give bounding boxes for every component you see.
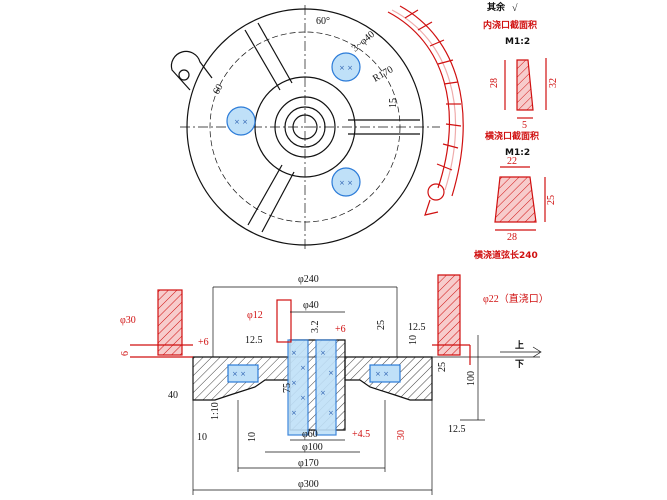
dim-d60: φ60 xyxy=(302,429,318,440)
riser-left xyxy=(226,106,256,136)
dim-rib: 15 xyxy=(388,98,399,108)
section-view: ×× ×× ×× ×× ×× × × × φ240 xyxy=(120,274,549,495)
dim-sprue-dia: 3~φ40 xyxy=(350,29,377,54)
dim-w40: 40 xyxy=(168,390,178,401)
riser-top xyxy=(331,52,361,82)
dim-d170: φ170 xyxy=(298,458,319,469)
dim-h25: 25 xyxy=(376,320,387,330)
svg-text:×: × xyxy=(291,349,297,357)
svg-text:×: × xyxy=(320,349,326,357)
dim-d12: φ12 xyxy=(247,310,263,321)
runner-length: 横浇道弦长240 xyxy=(474,249,538,261)
dim-h100: 100 xyxy=(466,371,477,386)
dim-radius: R170 xyxy=(371,64,395,84)
svg-text:× ×: × × xyxy=(375,370,389,378)
dim-lug: 60 xyxy=(211,82,226,96)
runner-bottom: 28 xyxy=(507,232,517,243)
inner-gate-right: 32 xyxy=(548,78,559,88)
dim-r32: 3.2 xyxy=(310,321,321,334)
dim-ra125-a: 12.5 xyxy=(245,335,263,346)
svg-text:×: × xyxy=(328,409,334,417)
svg-text:×: × xyxy=(320,389,326,397)
svg-text:× ×: × × xyxy=(232,370,246,378)
dim-h75: 75 xyxy=(282,383,293,393)
dim-h10: 10 xyxy=(408,335,419,345)
dim-plus6-mid: +6 xyxy=(335,324,346,335)
inner-gate-title: 内浇口截面积 xyxy=(483,19,537,31)
runner-right: 25 xyxy=(546,195,557,205)
dim-d30: φ30 xyxy=(120,315,136,326)
roughness-label: 其余 xyxy=(487,1,506,13)
dim-d240: φ240 xyxy=(298,274,319,285)
riser-bottom xyxy=(331,167,361,197)
svg-text:×: × xyxy=(291,409,297,417)
dim-h10-left: 10 xyxy=(197,432,207,443)
dim-plus45: +4.5 xyxy=(352,429,370,440)
runner-section: 横浇口截面积 M1:2 22 25 28 横浇道弦长240 xyxy=(474,130,557,261)
dim-d300: φ300 xyxy=(298,479,319,490)
dim-d40: φ40 xyxy=(303,300,319,311)
dim-d100: φ100 xyxy=(302,442,323,453)
dim-h10-bot: 10 xyxy=(247,432,258,442)
dim-slope: 1:10 xyxy=(210,402,221,420)
svg-text:×: × xyxy=(291,379,297,387)
runner-scale: M1:2 xyxy=(505,148,530,158)
runner-top: 22 xyxy=(507,156,517,167)
dim-h6: 6 xyxy=(120,351,131,356)
runner-title: 横浇口截面积 xyxy=(485,130,539,142)
roughness-symbol: √ xyxy=(512,3,518,14)
inner-gate-section: 内浇口截面积 M1:2 28 32 5 xyxy=(483,19,559,131)
svg-text:× ×: × × xyxy=(234,118,248,126)
svg-text:×: × xyxy=(300,364,306,372)
label-down: 下 xyxy=(515,359,524,370)
dim-h30: 30 xyxy=(396,430,407,440)
inner-gate-bottom: 5 xyxy=(522,120,527,131)
svg-text:×: × xyxy=(328,369,334,377)
svg-text:× ×: × × xyxy=(339,179,353,187)
inner-gate-scale: M1:2 xyxy=(505,37,530,47)
top-view: × × × × × × 60° 3~φ40 R170 15 60 xyxy=(170,5,464,250)
dim-h25b: 25 xyxy=(437,362,448,372)
dim-ra125-b: 12.5 xyxy=(408,322,426,333)
dim-angle: 60° xyxy=(316,16,330,27)
dim-plus6-left: +6 xyxy=(198,337,209,348)
svg-text:×: × xyxy=(300,394,306,402)
dim-ra125-c: 12.5 xyxy=(448,424,466,435)
svg-text:× ×: × × xyxy=(339,64,353,72)
inner-gate-left: 28 xyxy=(489,78,500,88)
label-up: 上 xyxy=(515,339,524,351)
dim-d22: φ22（直浇口） xyxy=(483,292,549,305)
roughness-note: 其余 √ xyxy=(487,1,518,14)
